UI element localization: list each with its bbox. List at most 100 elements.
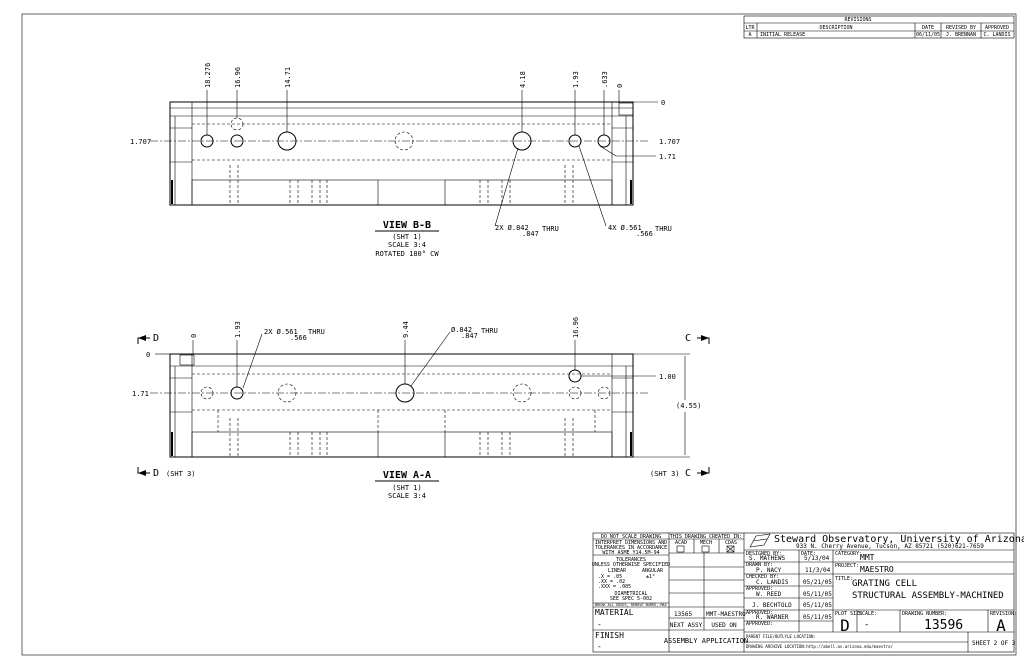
aa-callout-566: .566 (290, 334, 307, 342)
aa-callout-561: 2X Ø.561 (264, 328, 298, 336)
bb-callout-847: .847 (522, 230, 539, 238)
bb-dim-right-0: 0 (661, 99, 665, 107)
view-aa-scale: SCALE 3:4 (388, 492, 426, 500)
aa-dim-left-0: 0 (146, 351, 150, 359)
view-aa-sht: (SHT 1) (392, 484, 422, 492)
tb-tolerances: TOLERANCES (616, 557, 646, 563)
view-bb-sht: (SHT 1) (392, 233, 422, 241)
view-bb-scale: SCALE 3:4 (388, 241, 426, 249)
tb-cad-acad-checkbox (676, 545, 685, 553)
tb-do-not-scale: DO NOT SCALE DRAWING (601, 534, 661, 540)
tb-title-label: TITLE: (835, 576, 853, 582)
tb-checked-date: 05/21/05 (803, 579, 832, 586)
tb-parent-file: PARENT FILE/OUTLYLE LOCATION: (746, 634, 816, 639)
tb-org-name: Steward Observatory, University of Arizo… (774, 534, 1024, 545)
tb-approved-label-1: APPROVED: (746, 586, 773, 592)
tb-approved-label-2: APPROVED: (746, 610, 773, 616)
bb-dim-4-18: 4.18 (519, 71, 527, 88)
tb-linear: LINEAR (608, 568, 627, 574)
tb-scale-label: SCALE: (859, 611, 877, 617)
tb-tol-xxx: .XXX = .005 (598, 584, 631, 590)
bb-callout-566: .566 (636, 230, 653, 238)
tb-drawing-number: 13596 (924, 618, 963, 633)
tb-drawn-date: 11/3/04 (805, 567, 831, 574)
aa-dim-left-1-71: 1.71 (132, 390, 149, 398)
tb-sheet: SHEET 2 OF 3 (972, 640, 1016, 647)
aa-dim-9-44: 9.44 (402, 321, 410, 338)
tb-approved-2-date: 05/11/05 (803, 602, 832, 609)
tb-designed-date: 5/13/04 (804, 555, 830, 562)
tb-tol-xx: .XX = .02 (598, 579, 625, 585)
tb-designed-date-label: DATE: (801, 551, 816, 557)
tb-approved-1: W. REED (756, 591, 782, 598)
tb-cad-mech-checkbox (701, 545, 710, 553)
tb-diametrical: DIAMETRICAL (614, 591, 647, 597)
tb-next-assy: NEXT ASSY (670, 622, 703, 629)
section-d-top: D (153, 333, 159, 344)
bb-hole-small (230, 134, 244, 148)
rev-col-description: DESCRIPTION (819, 25, 852, 31)
bb-dim-left-1-707: 1.707 (130, 138, 151, 146)
revisions-table: REVISIONS LTR DESCRIPTION DATE REVISED B… (743, 15, 1015, 39)
tb-see-spec: SEE SPEC 5-002 (610, 596, 652, 602)
tb-drawn-by-label: DRAWN BY: (746, 562, 773, 568)
view-aa-outline (169, 353, 634, 458)
view-bb-rotated: ROTATED 180° CW (375, 250, 439, 258)
tb-next-assy-num: 13565 (674, 611, 692, 618)
bb-dim-0: 0 (616, 84, 624, 88)
rev-row-description: INITIAL RELEASE (760, 32, 805, 38)
bb-dim-right-1-707: 1.707 (659, 138, 680, 146)
rev-row-approved: C. LANDIS (983, 32, 1010, 38)
bb-dim-14-71: 14.71 (284, 67, 292, 88)
bb-dim-16-96: 16.96 (234, 67, 242, 88)
bb-callout-842: 2X Ø.842 (495, 224, 529, 232)
tb-approved-1-date: 05/11/05 (803, 591, 832, 598)
aa-callout-842: Ø.842 (451, 326, 472, 334)
rev-row-date: 06/11/05 (916, 32, 940, 38)
bb-dim-1-93: 1.93 (572, 71, 580, 88)
section-c-sht: (SHT 3) (650, 470, 680, 478)
tb-approved-2: J. BECHTOLD (752, 602, 792, 609)
section-d-sht: (SHT 3) (166, 470, 196, 478)
tb-used-on: USED ON (711, 622, 737, 629)
tb-title-2: STRUCTURAL ASSEMBLY-MACHINED (852, 591, 1004, 601)
aa-dim-height: (4.55) (676, 402, 701, 410)
tb-revision: A (996, 616, 1006, 635)
rev-row-ltr: A (748, 32, 751, 38)
rev-col-revised-by: REVISED BY (946, 25, 976, 31)
tb-approved-3-date: 05/11/05 (803, 614, 832, 621)
aa-dim-0: 0 (190, 334, 198, 338)
section-c-top: C (685, 333, 691, 344)
tb-designed-by: S. MATHEWS (749, 555, 786, 562)
bb-dim-633: .633 (601, 71, 609, 88)
tb-interpret-1: INTERPRET DIMENSIONS AND (595, 540, 667, 546)
tb-assembly-app: ASSEMBLY APPLICATION (664, 637, 748, 645)
view-bb-outline (169, 101, 634, 206)
bb-callout-thru-1: THRU (542, 225, 559, 233)
tb-category: MMT (860, 553, 875, 562)
tb-tol-ang: ±1° (646, 574, 655, 580)
tb-checked-by-label: CHECKED BY: (746, 574, 779, 580)
rev-col-ltr: LTR (745, 25, 755, 31)
tb-unless: UNLESS OTHERWISE SPECIFIED (592, 562, 670, 568)
view-bb-title: VIEW B-B (383, 220, 431, 231)
tb-approved-3: R. WARNER (756, 614, 789, 621)
aa-dim-right-1-00: 1.00 (659, 373, 676, 381)
title-block: DO NOT SCALE DRAWING INTERPRET DIMENSION… (592, 532, 1024, 653)
tb-project: MAESTRO (860, 565, 894, 574)
tb-category-label: CATEGORY: (835, 551, 862, 557)
aa-callout-847: .847 (461, 332, 478, 340)
tb-revision-label: REVISION: (990, 611, 1017, 617)
tb-scale: - (864, 620, 869, 630)
view-bb: 18.276 16.96 14.71 4.18 1.93 .633 0 0 1.… (130, 63, 680, 258)
tb-finish-value: - (597, 642, 602, 651)
aa-dim-1-93: 1.93 (234, 321, 242, 338)
tb-angular: ANGULAR (642, 568, 664, 574)
tb-material-value: - (597, 620, 602, 629)
aa-callout-thru-1: THRU (308, 328, 325, 336)
tb-tol-x: .X = .05 (598, 574, 622, 580)
tb-cad-cdas-checkbox (726, 545, 735, 553)
tb-org-address: 933 N. Cherry Avenue, Tucson, AZ 85721 (… (796, 543, 984, 550)
bb-dim-18-276: 18.276 (204, 63, 212, 88)
